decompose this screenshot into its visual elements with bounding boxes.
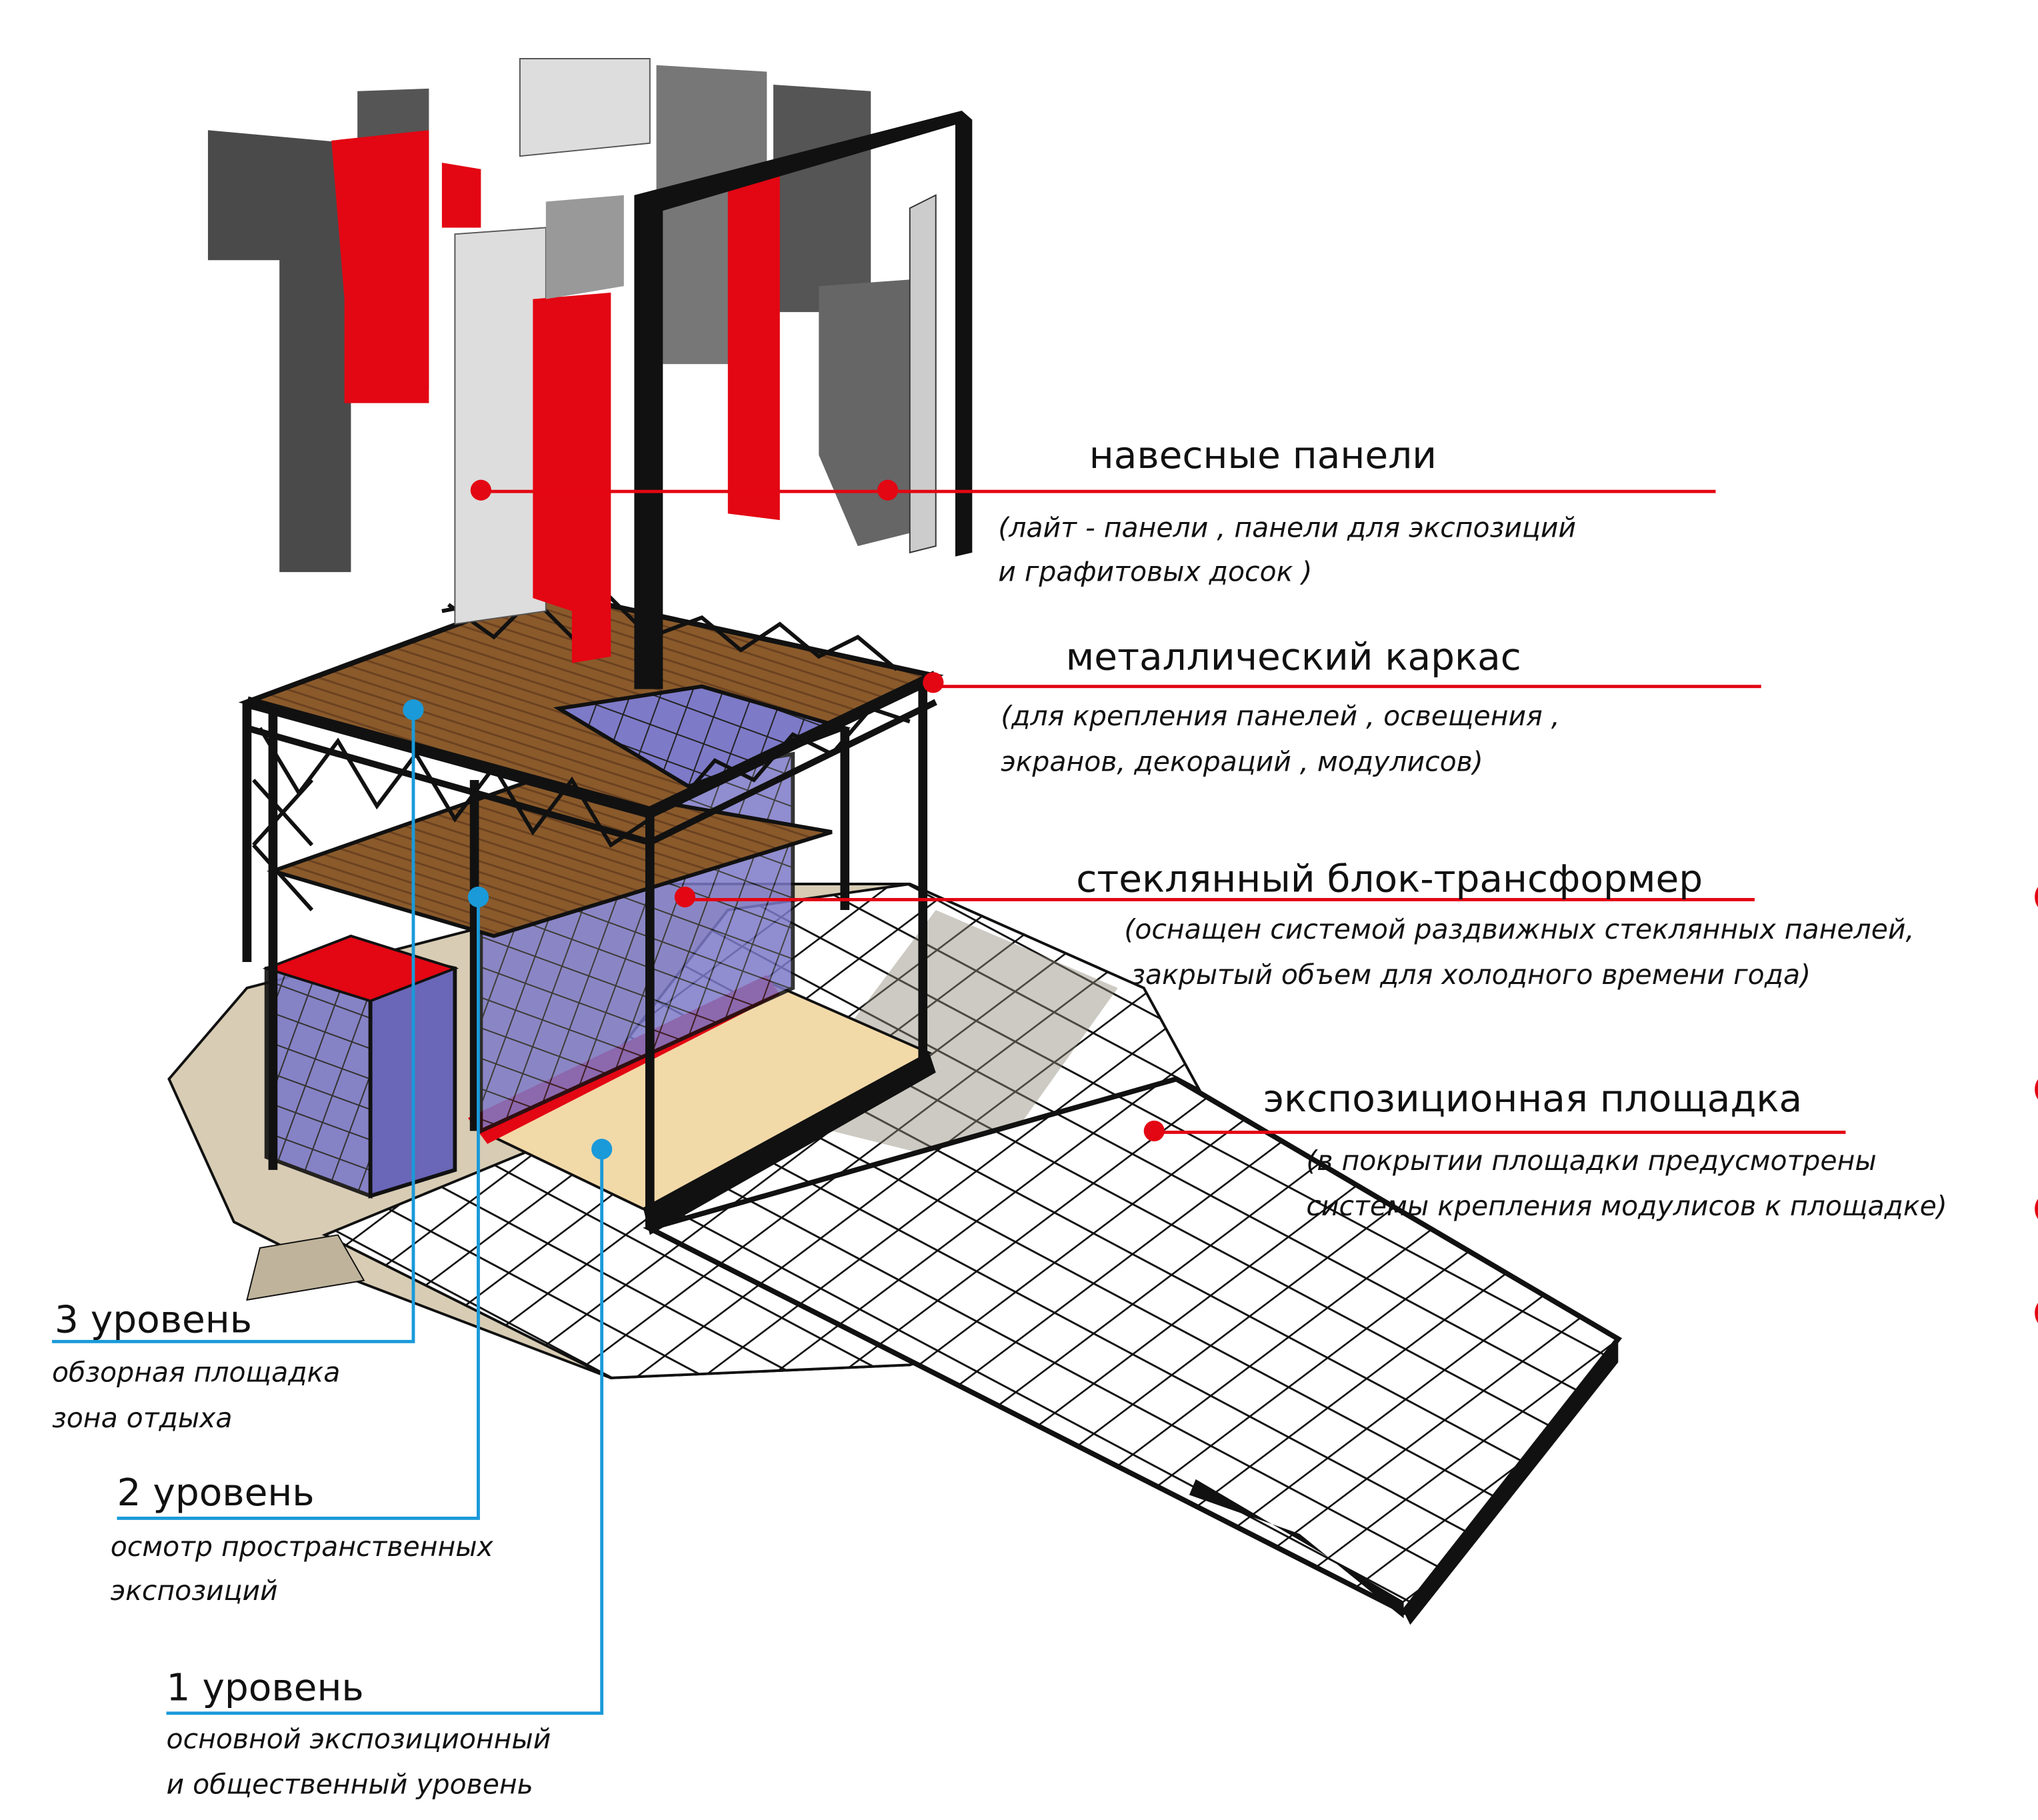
callout-title: экспозиционная площадка [1263,1077,1802,1121]
callout-text: (оснащен системой раздвижных стеклянных … [1124,913,1914,945]
marker-dot [403,699,424,721]
callout-frame: металлический каркас (для крепления пане… [923,635,1761,777]
level-text: обзорная площадка [52,1357,340,1389]
callout-panels: навесные панели (лайт - панели , панели … [470,434,1716,588]
level-text: и общественный уровень [167,1769,533,1801]
level-text: зона отдыха [52,1402,233,1434]
level-title: 1 уровень [167,1666,364,1709]
callout-text: (в покрытии площадки предусмотрены [1306,1145,1876,1177]
marker-dot [877,479,899,501]
level-title: 3 уровень [55,1299,252,1342]
callout-text: (для крепления панелей , освещения , [1001,700,1560,732]
callout-text: и графитовых досок ) [998,556,1312,588]
level-3-callout: 3 уровень обзорная площадка зона отдыха [51,699,424,1434]
marker-dot [467,886,489,908]
level-title: 2 уровень [117,1471,314,1515]
edge-marks [2035,887,2038,1323]
marker-dot [674,886,696,908]
callout-text: (лайт - панели , панели для экспозиций [998,511,1576,543]
callout-text: системы крепления модулисов к площадке) [1306,1190,1947,1222]
level-2-callout: 2 уровень осмотр пространственных экспоз… [111,886,494,1607]
portal-frame [634,110,973,689]
callout-platform: экспозиционная площадка (в покрытии площ… [1143,1077,1947,1222]
callout-glass: стеклянный блок-трансформер (оснащен сис… [674,858,1915,991]
callout-text: экранов, декораций , модулисов) [1001,745,1483,777]
callout-text: закрытый объем для холодного времени год… [1131,959,1811,991]
marker-dot [1143,1120,1165,1142]
callout-title: металлический каркас [1066,635,1521,679]
level-text: экспозиций [111,1575,278,1607]
ramp [643,1076,1623,1625]
marker-dot [470,479,491,501]
marker-dot [923,672,944,693]
level-1-callout: 1 уровень основной экспозиционный и обще… [166,1139,613,1801]
hanging-panels [207,58,937,663]
level-text: осмотр пространственных [111,1531,494,1563]
callout-title: навесные панели [1089,434,1437,477]
callout-title: стеклянный блок-трансформер [1076,858,1703,901]
level-text: основной экспозиционный [167,1723,551,1755]
marker-dot [591,1139,613,1160]
